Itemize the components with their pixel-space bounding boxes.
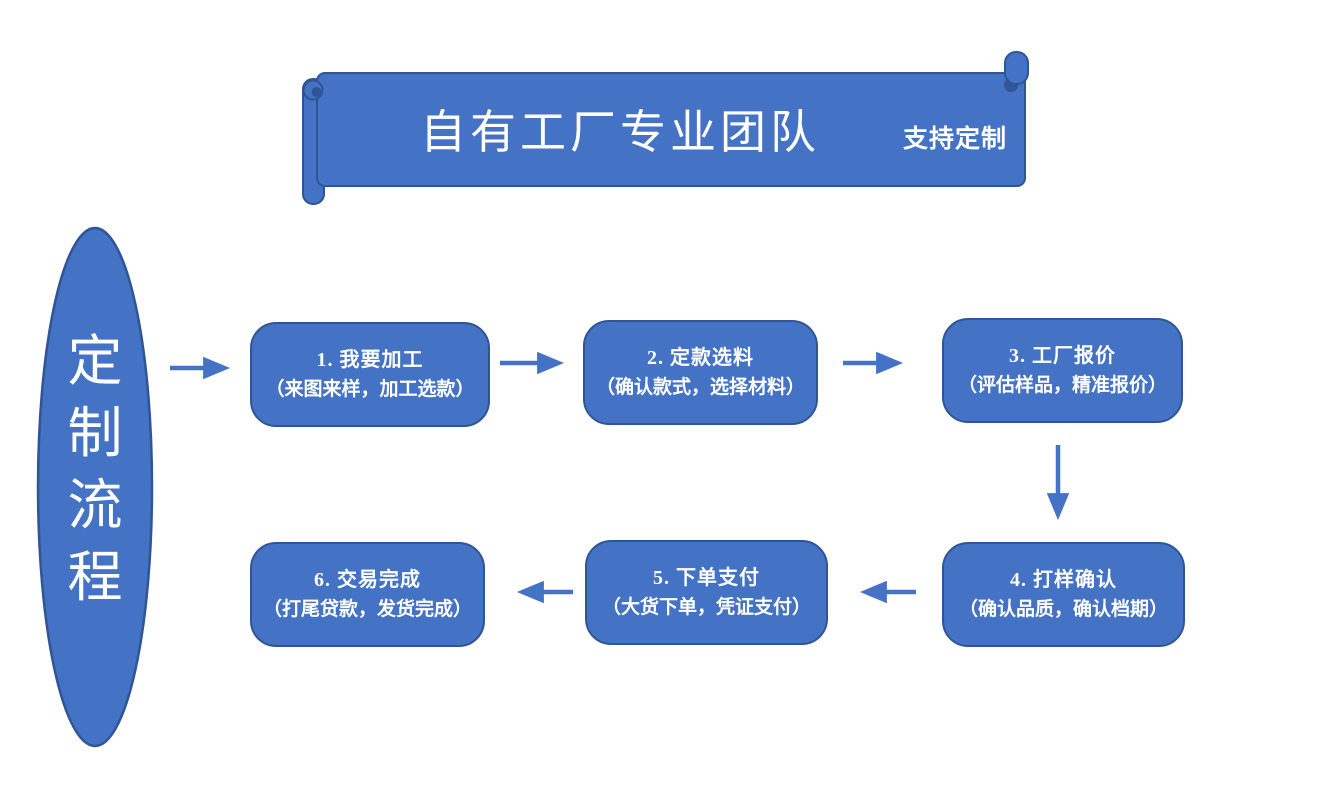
banner-scroll-shape xyxy=(302,51,1029,205)
step-subtitle: （来图来样，加工选款） xyxy=(265,378,475,400)
side-label-char: 流 xyxy=(67,475,123,536)
side-label-char: 程 xyxy=(67,547,123,608)
step-subtitle: （打尾贷款，发货完成） xyxy=(262,598,472,620)
step-title: 3. 工厂报价 xyxy=(1009,344,1116,367)
side-label-char: 定 xyxy=(67,331,123,392)
step-title: 6. 交易完成 xyxy=(314,568,421,591)
flow-step-1: 1. 我要加工 （来图来样，加工选款） xyxy=(250,322,490,427)
side-label-char: 制 xyxy=(67,403,123,464)
flow-step-5: 5. 下单支付 （大货下单，凭证支付） xyxy=(585,540,828,645)
flow-step-6: 6. 交易完成 （打尾贷款，发货完成） xyxy=(250,542,485,647)
banner-title: 自有工厂专业团队 xyxy=(420,107,820,158)
step-subtitle: （评估样品，精准报价） xyxy=(957,374,1167,396)
step-subtitle: （大货下单，凭证支付） xyxy=(601,596,811,618)
flow-step-2: 2. 定款选料 （确认款式，选择材料） xyxy=(583,320,818,425)
step-title: 4. 打样确认 xyxy=(1010,568,1117,591)
step-title: 2. 定款选料 xyxy=(647,346,754,369)
banner-subtitle: 支持定制 xyxy=(903,126,1008,153)
process-ellipse-label: 定 制 流 程 xyxy=(64,326,126,614)
step-subtitle: （确认品质，确认档期） xyxy=(958,598,1168,620)
step-subtitle: （确认款式，选择材料） xyxy=(595,376,805,398)
process-ellipse xyxy=(36,226,154,748)
flow-step-3: 3. 工厂报价 （评估样品，精准报价） xyxy=(942,318,1183,423)
flow-step-4: 4. 打样确认 （确认品质，确认档期） xyxy=(942,542,1185,647)
step-title: 1. 我要加工 xyxy=(316,348,424,371)
step-title: 5. 下单支付 xyxy=(653,566,760,589)
